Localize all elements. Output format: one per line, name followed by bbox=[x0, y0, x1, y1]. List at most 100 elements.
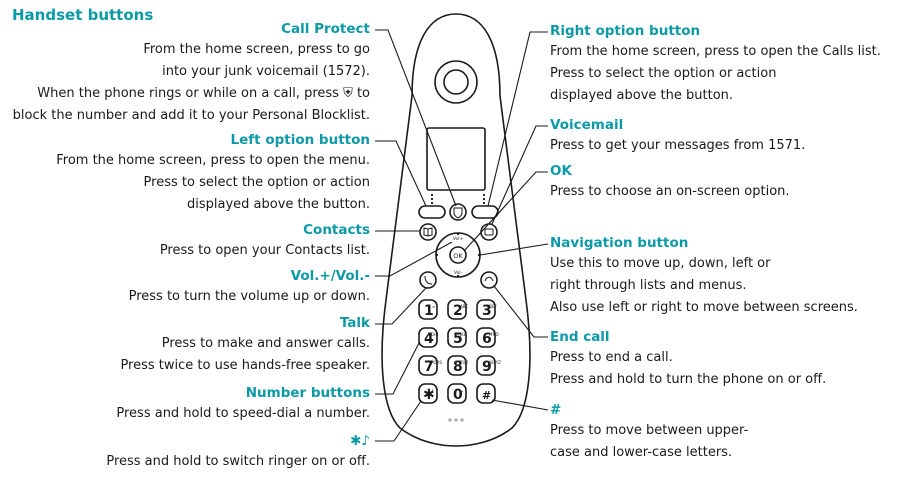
key-star[interactable] bbox=[418, 383, 438, 404]
end-call-button[interactable] bbox=[480, 271, 498, 289]
ok-button[interactable] bbox=[449, 246, 467, 264]
vol-up-label: Vol+ bbox=[453, 236, 464, 242]
call-protect-button[interactable] bbox=[449, 203, 467, 221]
key-1-letters: ∞ bbox=[432, 304, 435, 309]
keypad bbox=[418, 299, 496, 404]
key-4[interactable] bbox=[418, 327, 438, 348]
key-1-digit: 1 bbox=[424, 303, 434, 319]
key-7-letters: PQRS bbox=[431, 360, 442, 365]
key-3-letters: DEF bbox=[489, 304, 498, 309]
callout-text: Press and hold to speed-dial a number. bbox=[116, 406, 370, 421]
key-9-letters: WXYZ bbox=[489, 360, 501, 365]
key-0[interactable] bbox=[447, 383, 467, 404]
leader-voicemail bbox=[491, 125, 548, 225]
callout-voicemail: Voicemail Press to get your messages fro… bbox=[550, 116, 805, 157]
left-option-button[interactable] bbox=[418, 205, 446, 219]
callout-right-option: Right option button From the home screen… bbox=[550, 22, 881, 107]
key-hash-digit: # bbox=[482, 389, 491, 402]
key-1[interactable] bbox=[418, 299, 438, 320]
callout-heading: Right option button bbox=[550, 23, 701, 39]
callout-hash: # Press to move between upper- case and … bbox=[550, 401, 748, 464]
callout-heading: Voicemail bbox=[550, 117, 624, 133]
key-9[interactable] bbox=[476, 355, 496, 376]
callout-left-option: Left option button From the home screen,… bbox=[56, 131, 370, 216]
key-5-letters: JKL bbox=[459, 332, 467, 337]
contacts-button[interactable] bbox=[419, 223, 437, 241]
callout-end-call: End call Press to end a call. Press and … bbox=[550, 328, 826, 391]
callout-text: Press to move between upper- bbox=[550, 423, 749, 438]
key-8[interactable] bbox=[447, 355, 467, 376]
voicemail-button[interactable] bbox=[480, 223, 498, 241]
callout-text: Press to select the option or action bbox=[550, 66, 777, 81]
key-2-letters: ABC bbox=[460, 304, 468, 309]
callout-text: Press to make and answer calls. bbox=[161, 336, 370, 351]
key-3[interactable] bbox=[476, 299, 496, 320]
leader-volume bbox=[375, 241, 453, 277]
callout-text: case and lower-case letters. bbox=[550, 445, 733, 460]
callout-heading: Left option button bbox=[230, 132, 370, 148]
leader-right-option bbox=[487, 31, 548, 207]
callout-text: Also use left or right to move between s… bbox=[550, 300, 858, 315]
key-2[interactable] bbox=[447, 299, 467, 320]
leader-call-protect bbox=[375, 29, 457, 207]
callout-text: Press to get your messages from 1571. bbox=[550, 138, 806, 153]
callout-navigation: Navigation button Use this to move up, d… bbox=[550, 234, 858, 319]
right-option-button[interactable] bbox=[471, 205, 499, 219]
earpiece-icon bbox=[434, 60, 478, 104]
key-3-digit: 3 bbox=[482, 303, 492, 319]
callout-text: right through lists and menus. bbox=[550, 278, 747, 293]
hang-up-icon bbox=[484, 276, 494, 282]
callout-text: displayed above the button. bbox=[186, 197, 370, 212]
callout-heading: Navigation button bbox=[550, 235, 689, 251]
callout-text: block the number and add it to your Pers… bbox=[12, 108, 370, 123]
callout-heading: Contacts bbox=[303, 222, 370, 238]
phone-icon bbox=[424, 275, 433, 285]
callout-text: Press and hold to turn the phone on or o… bbox=[550, 372, 827, 387]
callout-contacts: Contacts Press to open your Contacts lis… bbox=[160, 221, 370, 262]
key-star-letters: ♪ bbox=[431, 388, 434, 393]
callout-text: Press to select the option or action bbox=[143, 175, 370, 190]
shield-icon bbox=[453, 207, 463, 219]
key-hash[interactable] bbox=[476, 383, 496, 404]
key-4-letters: GHI bbox=[431, 332, 438, 337]
callout-text: Press to turn the volume up or down. bbox=[128, 289, 370, 304]
key-5-digit: 5 bbox=[453, 331, 463, 347]
key-6-letters: MNO bbox=[489, 332, 499, 337]
key-7-digit: 7 bbox=[424, 359, 434, 375]
callout-ok: OK Press to choose an on-screen option. bbox=[550, 162, 790, 203]
display-screen bbox=[426, 127, 486, 191]
decorative-dots bbox=[430, 193, 486, 278]
callout-heading: Call Protect bbox=[281, 21, 370, 37]
callout-heading: OK bbox=[550, 163, 572, 179]
key-6-digit: 6 bbox=[482, 331, 492, 347]
key-8-letters: TUV bbox=[459, 360, 468, 365]
book-icon bbox=[423, 227, 433, 237]
callout-heading: Talk bbox=[339, 315, 370, 331]
key-star-digit: ✱ bbox=[423, 387, 435, 403]
leader-number-buttons bbox=[375, 342, 420, 395]
leader-lines bbox=[375, 29, 549, 442]
leader-end-call bbox=[493, 285, 548, 338]
talk-button[interactable] bbox=[419, 271, 437, 289]
microphone-dots bbox=[448, 418, 464, 422]
callout-star: ✱♪ Press and hold to switch ringer on or… bbox=[106, 432, 370, 473]
ok-label: OK bbox=[453, 252, 463, 260]
key-8-digit: 8 bbox=[453, 359, 463, 375]
callout-heading: ✱♪ bbox=[350, 433, 370, 449]
leader-left-option bbox=[375, 140, 427, 207]
callout-heading: End call bbox=[550, 329, 610, 345]
key-5[interactable] bbox=[447, 327, 467, 348]
key-9-digit: 9 bbox=[482, 359, 492, 375]
callout-talk: Talk Press to make and answer calls. Pre… bbox=[120, 314, 370, 377]
callout-text: displayed above the button. bbox=[550, 88, 734, 103]
callout-text: Press twice to use hands-free speaker. bbox=[120, 358, 370, 373]
key-6[interactable] bbox=[476, 327, 496, 348]
callout-call-protect: Call Protect From the home screen, press… bbox=[13, 20, 370, 127]
callout-text: From the home screen, press to open the … bbox=[550, 44, 881, 59]
callout-text: into your junk voicemail (1572). bbox=[162, 64, 370, 79]
key-4-digit: 4 bbox=[424, 331, 434, 347]
callout-text: Press to end a call. bbox=[550, 350, 673, 365]
key-7[interactable] bbox=[418, 355, 438, 376]
earpiece-ring bbox=[443, 69, 469, 95]
